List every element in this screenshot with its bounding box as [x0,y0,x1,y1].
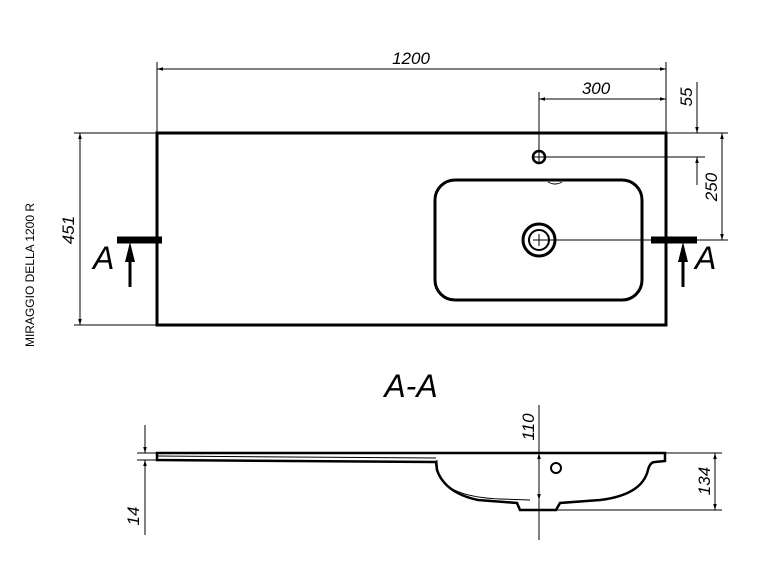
model-label: MIRAGGIO DELLA 1200 R [23,203,37,347]
dimension-total-height: 134 [695,467,714,495]
dimension-bowl-depth: 110 [519,413,538,441]
dimension-slab-thickness: 14 [124,507,143,526]
dimension-width: 1200 [392,49,430,68]
basin-profile [155,451,667,512]
dimension-tap-offset-x: 300 [582,79,611,98]
section-letter: A [91,240,114,276]
section-marker-left: A [91,236,162,287]
section-title: A-A [382,368,437,404]
top-view: 1200 300 55 250 451 A A [59,49,728,327]
section-view: 110 134 14 [124,405,722,540]
dimension-drain-offset-y: 250 [702,172,721,202]
overflow-hole [550,462,562,474]
dimension-depth: 451 [59,216,78,244]
countertop-outline [155,131,668,327]
section-letter: A [693,240,716,276]
section-marker-right: A [651,236,716,287]
dimension-tap-offset-y: 55 [677,87,696,106]
